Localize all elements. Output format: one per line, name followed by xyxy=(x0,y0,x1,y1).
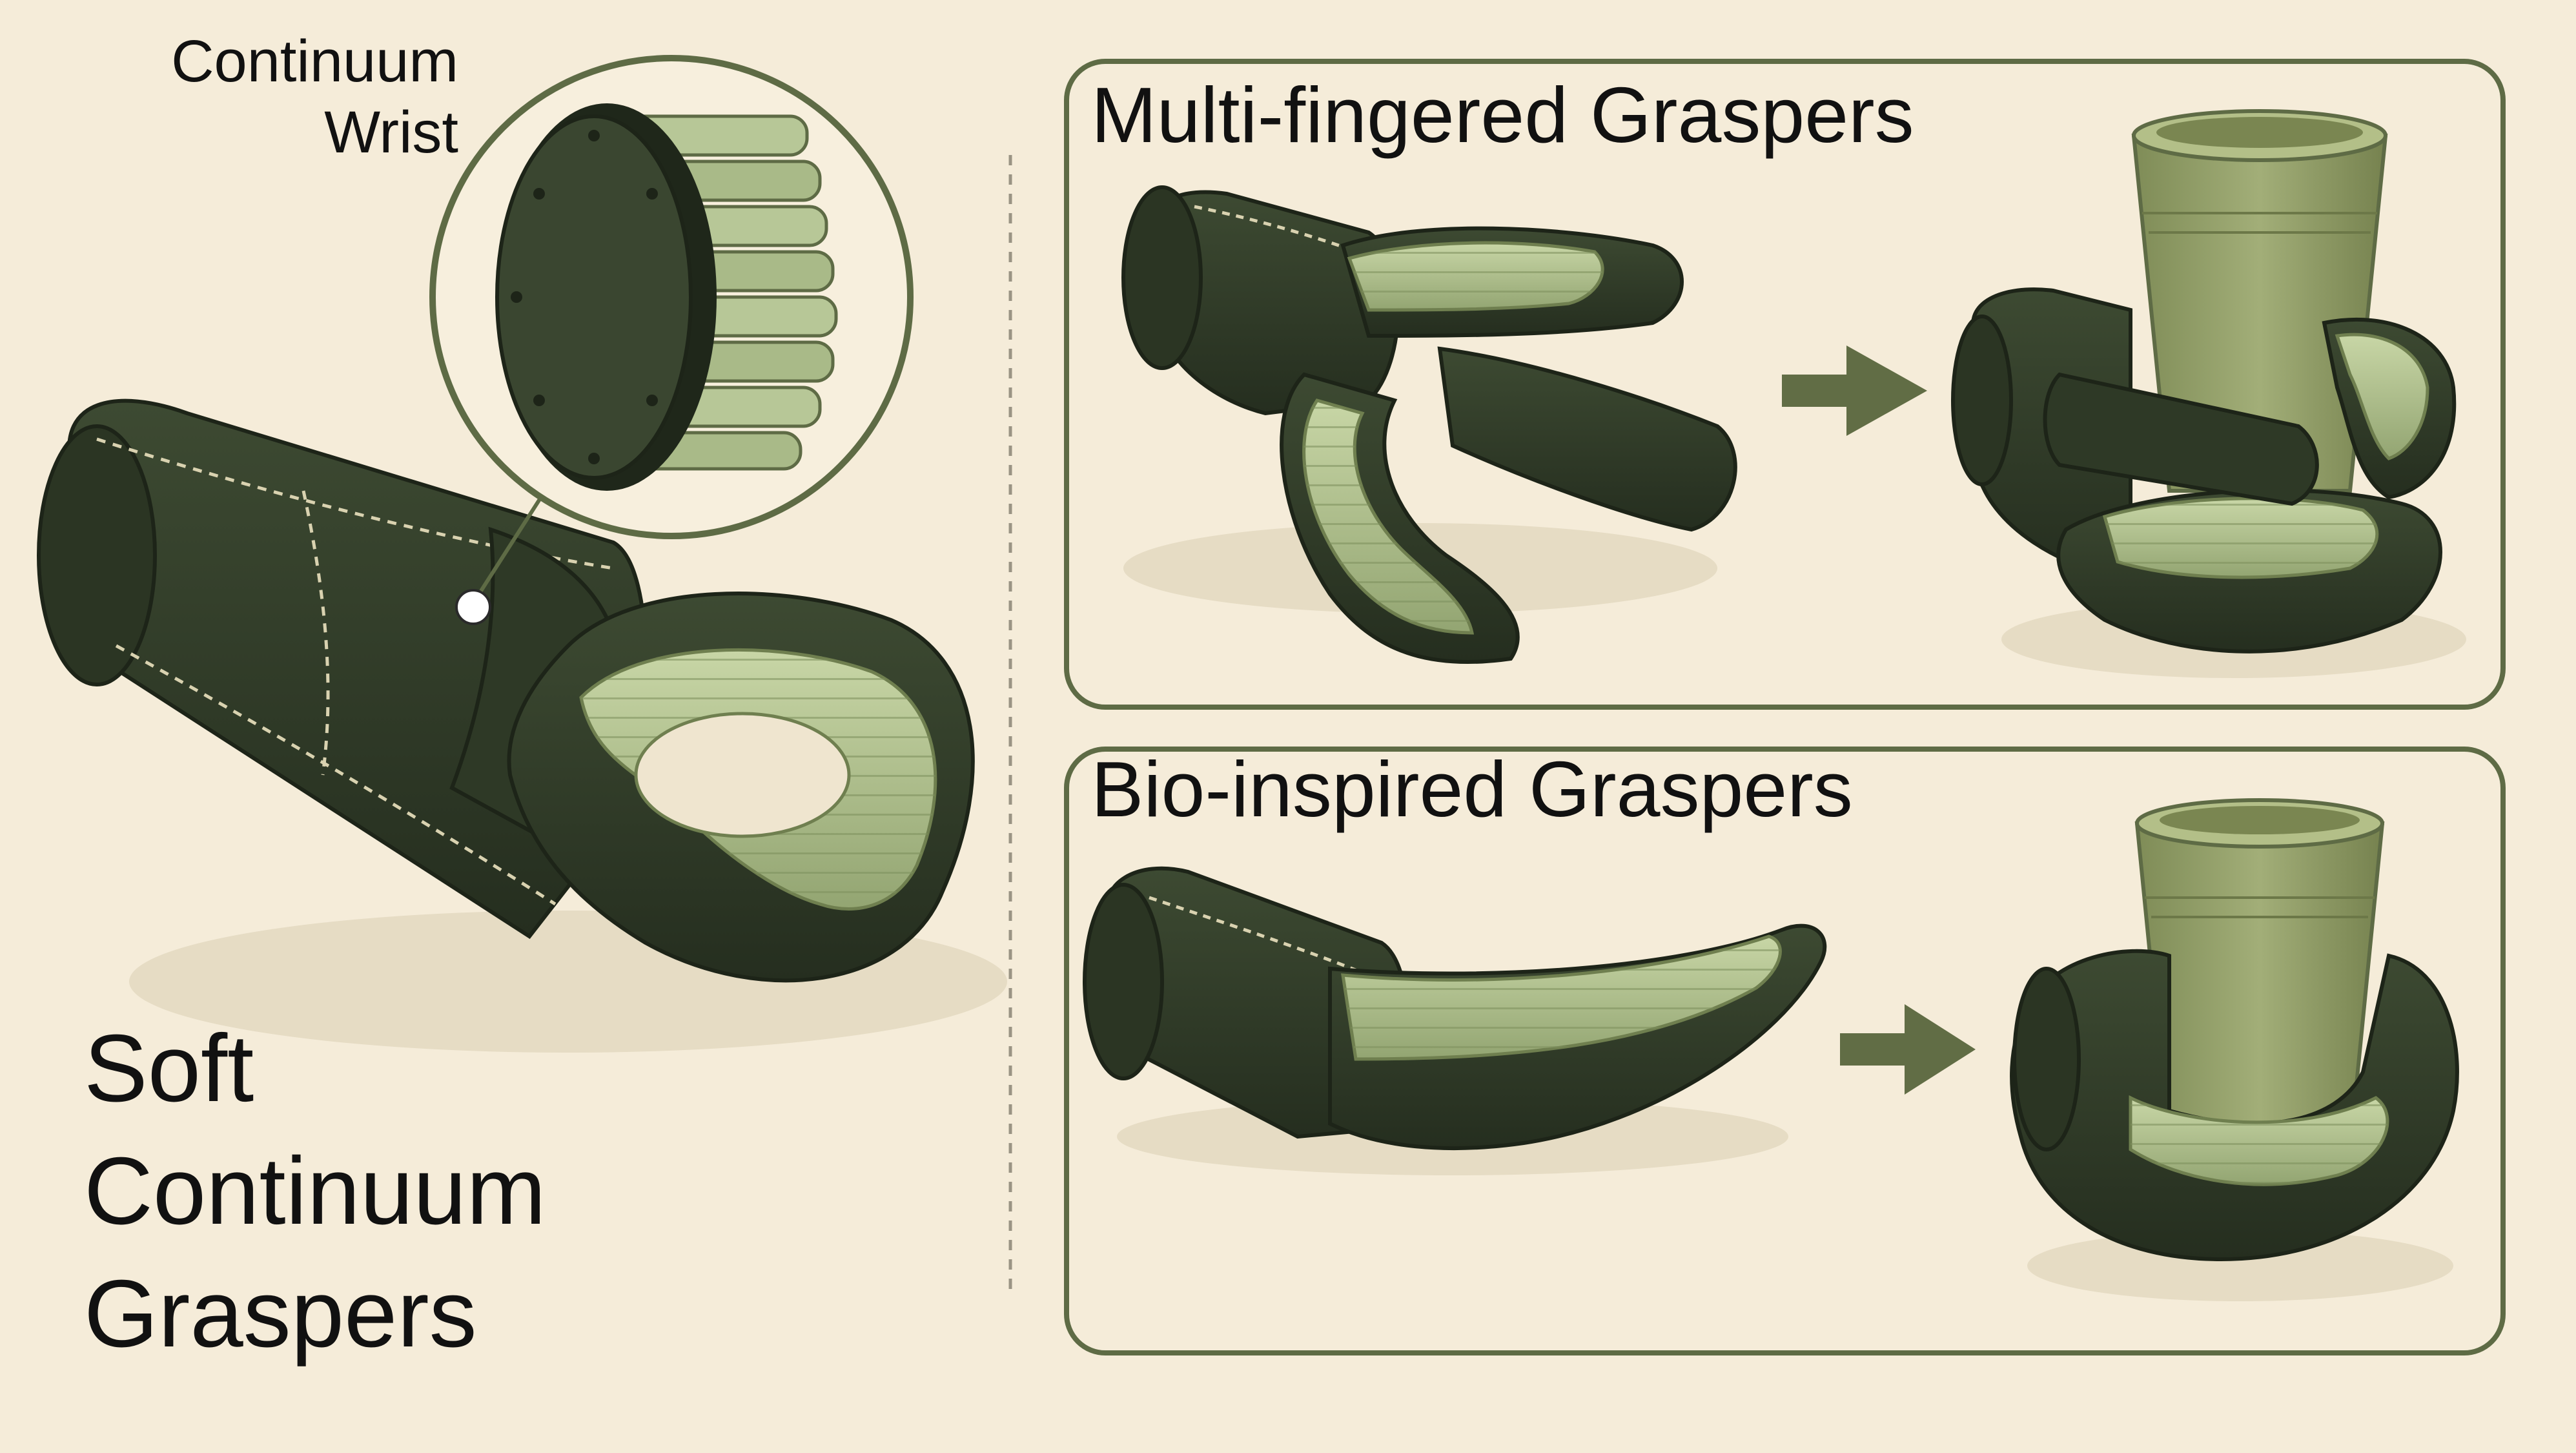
panel-bio-inspired xyxy=(1064,747,2506,1355)
main-title-line2: Continuum xyxy=(84,1138,546,1244)
multi-finger-open-illustration xyxy=(1121,185,1737,665)
wrist-marker-dot xyxy=(455,589,491,625)
arrow-right-icon xyxy=(1840,1004,1976,1095)
main-gripper-illustration xyxy=(37,398,1007,1053)
curl-opening xyxy=(634,712,851,838)
wrist-end-disk xyxy=(495,114,693,480)
stitch-line xyxy=(302,490,330,776)
continuum-wrist-label: Continuum Wrist xyxy=(97,26,458,168)
continuum-wrist-label-line2: Wrist xyxy=(324,99,458,165)
continuum-wrist-label-line1: Continuum xyxy=(171,28,458,94)
panel-multi-fingered-title: Multi-fingered Graspers xyxy=(1091,71,1914,159)
bio-gripper-open-illustration xyxy=(1083,866,1827,1175)
bio-gripper-grasp-illustration xyxy=(2010,798,2459,1301)
main-title: Soft Continuum Graspers xyxy=(84,1007,546,1376)
continuum-wrist-inset xyxy=(429,55,914,539)
main-title-line3: Graspers xyxy=(84,1261,477,1367)
cup-icon xyxy=(2131,109,2388,493)
panel-bio-inspired-title: Bio-inspired Graspers xyxy=(1091,745,1853,833)
panel-multi-fingered xyxy=(1064,59,2506,710)
stitch-line xyxy=(115,644,557,906)
arrow-right-icon xyxy=(1782,345,1927,436)
multi-finger-grasp-illustration xyxy=(1951,109,2466,678)
gripper-end-cap xyxy=(37,424,157,686)
main-title-line1: Soft xyxy=(84,1015,254,1122)
